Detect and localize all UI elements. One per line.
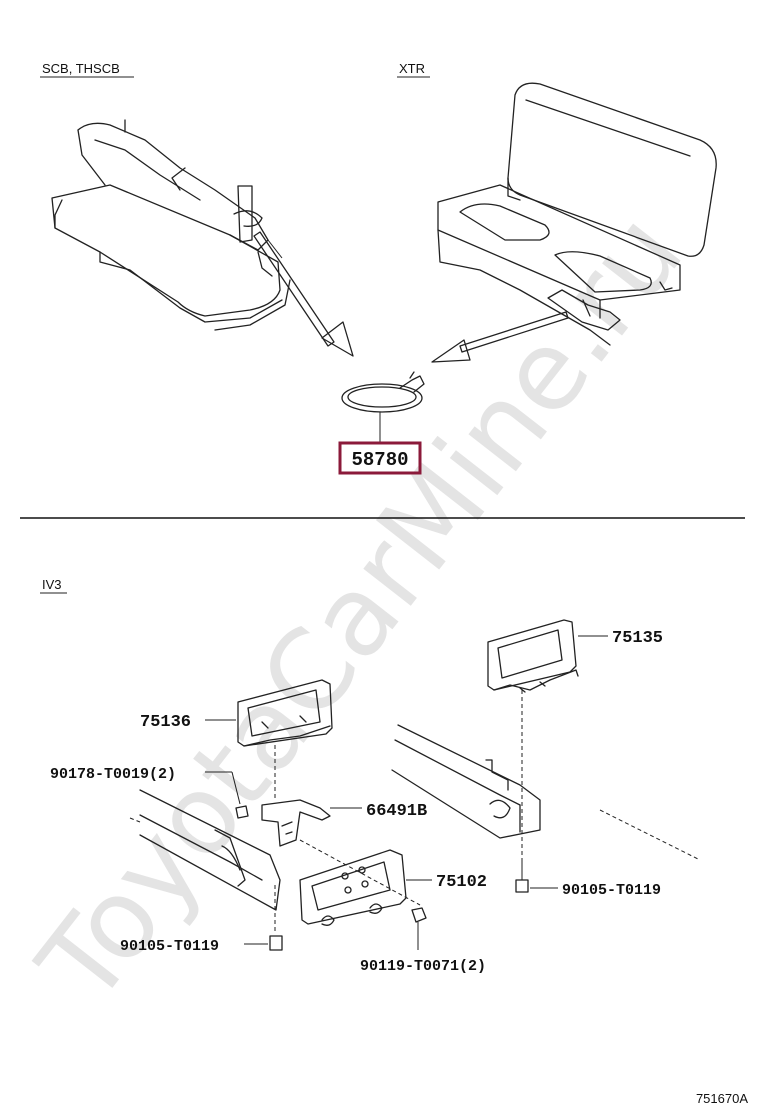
part-number-66491B[interactable]: 66491B: [366, 802, 427, 821]
part-58780-drawing: [341, 371, 425, 443]
arrow-left: [253, 231, 354, 357]
arrow-right: [431, 311, 569, 363]
section-label-iv3: IV3: [42, 577, 62, 592]
part-number-75102[interactable]: 75102: [436, 873, 487, 892]
diagram-code: 751670A: [696, 1091, 748, 1106]
bolt-90105-right-drawing: [515, 862, 558, 893]
part-number-75136[interactable]: 75136: [140, 713, 191, 732]
section-label-scb: SCB, THSCB: [42, 61, 120, 76]
part-number-90178[interactable]: 90178-T0019(2): [50, 766, 176, 783]
part-58780-highlight-box: [338, 441, 422, 475]
part-number-58780[interactable]: 58780: [351, 449, 408, 471]
part-number-90119[interactable]: 90119-T0071(2): [360, 958, 486, 975]
part-75135-drawing: [487, 619, 608, 693]
watermark: ToyotaCarMine.ru: [14, 190, 707, 1027]
seat-drawing-right: [437, 82, 717, 346]
part-number-90105-left[interactable]: 90105-T0119: [120, 938, 219, 955]
part-number-90105-right[interactable]: 90105-T0119: [562, 882, 661, 899]
nut-90178-drawing: [205, 771, 249, 819]
part-number-75135[interactable]: 75135: [612, 629, 663, 648]
frame-rail-right: [391, 724, 701, 861]
part-66491B-drawing: [261, 799, 362, 847]
seat-drawing-left: [51, 119, 291, 331]
watermark-text: ToyotaCarMine.ru: [14, 190, 707, 1027]
frame-rail-left: [129, 789, 421, 911]
part-75136-drawing: [205, 679, 333, 747]
bolt-90105-left-drawing: [244, 885, 283, 951]
section-label-xtr: XTR: [399, 61, 425, 76]
nut-90119-drawing: [411, 907, 427, 950]
part-75102-drawing: [299, 849, 432, 926]
